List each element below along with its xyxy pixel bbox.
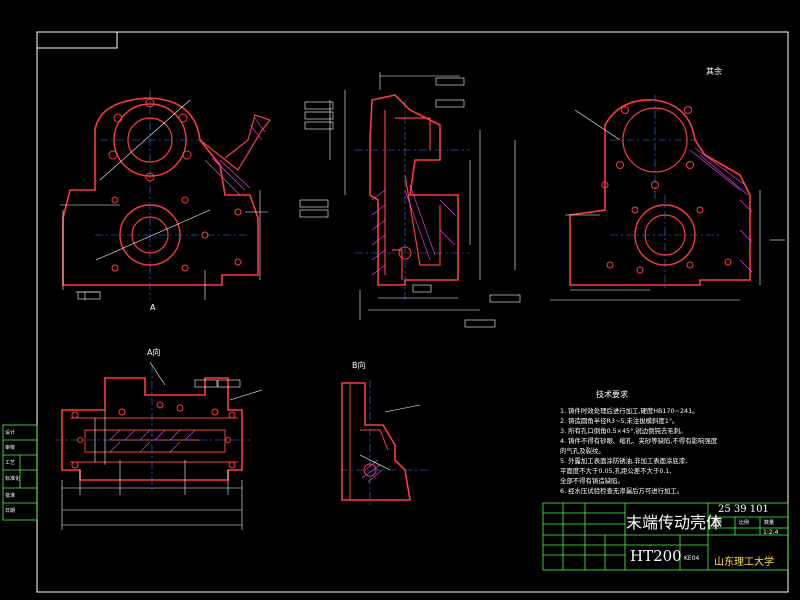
a-view — [55, 361, 263, 530]
tech-item-5: 5. 外露加工表面涂防锈油,非加工表面涂底漆, — [560, 457, 688, 465]
side-table-standard: 标准化 — [5, 476, 21, 482]
header-qty: 数量 — [764, 520, 775, 526]
part-name: 末端传动壳体 — [626, 513, 723, 532]
tech-item-3: 3. 所有孔口倒角0.5×45°,锐边倒钝去毛刺。 — [560, 427, 687, 435]
b-view — [340, 380, 430, 505]
header-scale: 比例 — [739, 520, 750, 526]
tech-item-5c: 全部不得有铸造缺陷。 — [560, 477, 624, 485]
header-weight: 重量 — [712, 520, 723, 526]
left-side-table-lines — [2, 424, 38, 521]
material-code: KE04 — [684, 555, 700, 562]
tech-item-5b: 平面度不大于0.05,孔距公差不大于0.1, — [560, 467, 672, 475]
material: HT200 — [630, 547, 682, 565]
tech-requirements: 技术要求 1. 铸件时效处理后进行加工,硬度HB170~241。 2. 铸造圆角… — [560, 389, 782, 496]
side-table-approve: 批准 — [5, 493, 16, 499]
section-view — [299, 72, 521, 328]
tech-item-6: 6. 经水压试验检查无渗漏后方可进行加工。 — [560, 487, 684, 495]
a-view-label: A向 — [147, 348, 161, 357]
b-view-label: B向 — [352, 361, 366, 370]
drawing-no-corner-box — [36, 31, 118, 49]
section-a-label: A — [150, 303, 156, 312]
side-table-process: 工艺 — [5, 460, 16, 466]
drawing-number: 25 39 101 — [718, 504, 769, 515]
side-table-date: 日期 — [5, 508, 16, 514]
remaining-roughness-label: 其余 — [706, 67, 722, 76]
title-block-lines — [542, 502, 789, 571]
side-table-review: 审核 — [5, 445, 16, 451]
tech-item-1: 1. 铸件时效处理后进行加工,硬度HB170~241。 — [560, 407, 699, 415]
side-table-design: 设计 — [5, 430, 16, 436]
tech-requirements-heading: 技术要求 — [596, 390, 628, 399]
school-name: 山东理工大学 — [714, 557, 774, 568]
tech-item-4b: 的气孔及裂纹。 — [560, 447, 605, 455]
side-view — [550, 95, 785, 301]
tech-item-4: 4. 铸件不得有砂眼、缩孔、夹砂等缺陷,不得有影响强度 — [560, 437, 718, 445]
front-view — [60, 90, 272, 300]
outer-frame — [36, 31, 789, 593]
scale-value: 1:2.4 — [763, 529, 779, 536]
tech-item-2: 2. 铸造圆角半径R3~5,未注拔模斜度1°。 — [560, 417, 679, 425]
